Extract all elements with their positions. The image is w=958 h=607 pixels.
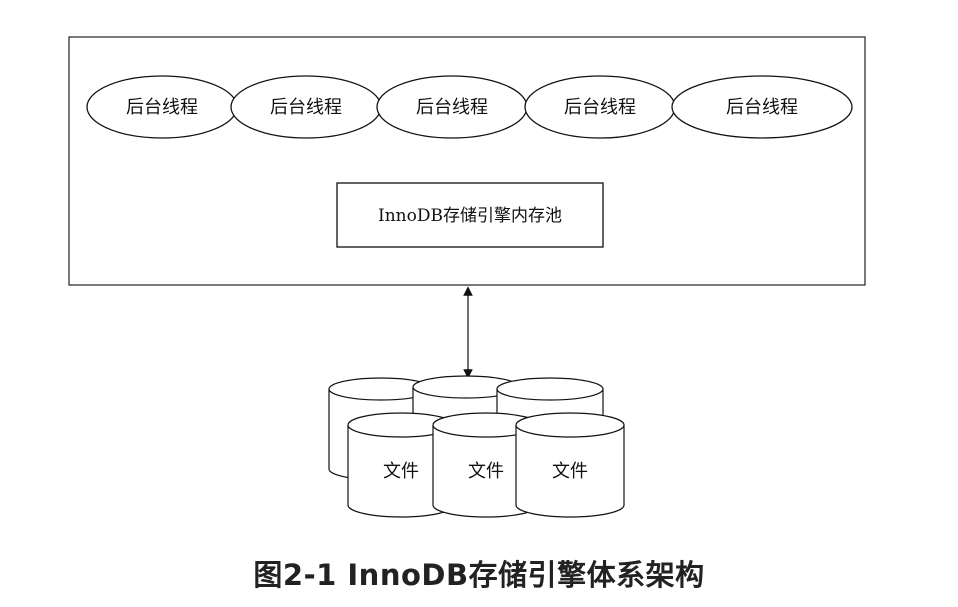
background-thread-3: 后台线程: [376, 75, 528, 139]
background-thread-label: 后台线程: [726, 97, 798, 118]
file-label: 文件: [383, 461, 419, 482]
background-thread-label: 后台线程: [564, 97, 636, 118]
background-thread-2: 后台线程: [230, 75, 382, 139]
file-cylinders-front: 文件 文件 文件: [347, 412, 625, 518]
innodb-instance-box: [68, 36, 866, 286]
file-label: 文件: [468, 461, 504, 482]
background-thread-5: 后台线程: [671, 75, 853, 139]
background-thread-label: 后台线程: [416, 97, 488, 118]
memory-pool-label: InnoDB存储引擎内存池: [378, 206, 562, 226]
file-cylinder-1: 文件: [347, 412, 455, 518]
memory-pool: InnoDB存储引擎内存池: [336, 182, 604, 248]
file-label: 文件: [552, 461, 588, 482]
file-cylinder-3: 文件: [515, 412, 625, 518]
background-thread-4: 后台线程: [524, 75, 676, 139]
background-threads: 后台线程 后台线程 后台线程 后台线程 后台线程: [86, 75, 853, 139]
background-thread-1: 后台线程: [86, 75, 238, 139]
file-cylinder-2: 文件: [432, 412, 540, 518]
figure-caption: 图2-1 InnoDB存储引擎体系架构: [253, 558, 705, 592]
background-thread-label: 后台线程: [126, 97, 198, 118]
background-thread-label: 后台线程: [270, 97, 342, 118]
